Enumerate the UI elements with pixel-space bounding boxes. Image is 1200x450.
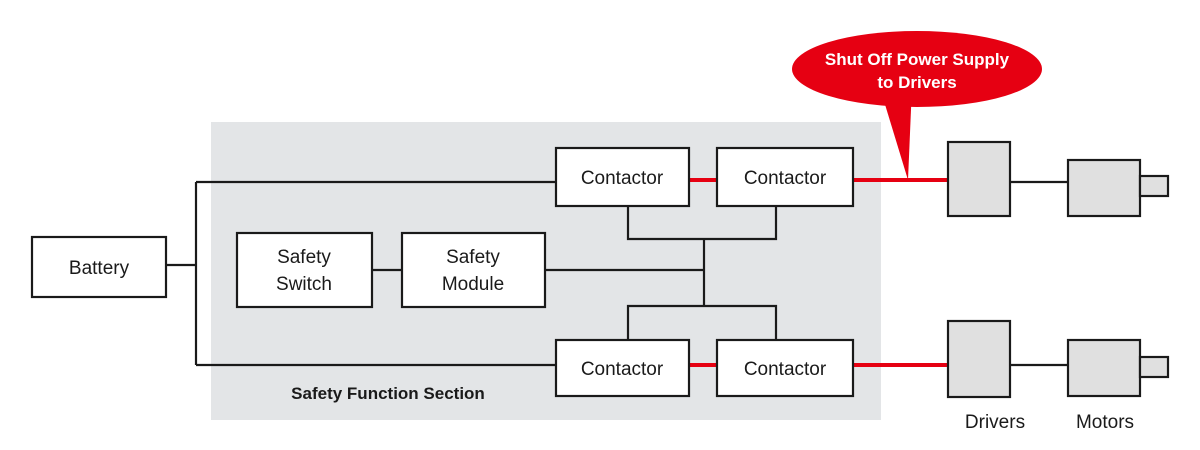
- safety-switch-label-line-1: Safety: [277, 247, 331, 268]
- contactor-top-left-label: Contactor: [581, 168, 664, 189]
- motor-bottom-icon: [1066, 338, 1170, 398]
- callout-line-2: to Drivers: [877, 73, 956, 92]
- battery-box: Battery: [30, 235, 168, 299]
- top-contactor-control-wire: [626, 206, 778, 241]
- callout-line-1: Shut Off Power Supply: [825, 50, 1010, 69]
- drivers-label: Drivers: [965, 412, 1025, 433]
- contactor-bottom-right-label: Contactor: [744, 359, 827, 380]
- connection-wires: [166, 180, 1068, 367]
- safety-module-box: Safety Module: [400, 231, 547, 309]
- motors-label: Motors: [1076, 412, 1134, 433]
- safety-function-section-label: Safety Function Section: [291, 384, 485, 403]
- shutoff-callout: Shut Off Power Supply to Drivers: [792, 31, 1042, 180]
- power-lines: [689, 178, 948, 367]
- safety-switch-label-line-2: Switch: [276, 274, 332, 295]
- callout-pointer: [880, 86, 912, 180]
- safety-switch-box: Safety Switch: [235, 231, 374, 309]
- motor-top-icon: [1066, 158, 1170, 218]
- contactor-bottom-right: Contactor: [715, 338, 855, 398]
- battery-label: Battery: [69, 258, 130, 279]
- contactor-top-right: Contactor: [715, 146, 855, 208]
- callout-bubble: [792, 31, 1042, 107]
- driver-top: [946, 140, 1012, 218]
- contactor-top-left: Contactor: [554, 146, 691, 208]
- contactor-bottom-left-label: Contactor: [581, 359, 664, 380]
- safety-module-label-line-1: Safety: [446, 247, 500, 268]
- safety-module-label-line-2: Module: [442, 274, 504, 295]
- contactor-bottom-left: Contactor: [554, 338, 691, 398]
- contactor-top-right-label: Contactor: [744, 168, 827, 189]
- bottom-contactor-control-wire: [626, 304, 778, 340]
- driver-bottom: [946, 319, 1012, 399]
